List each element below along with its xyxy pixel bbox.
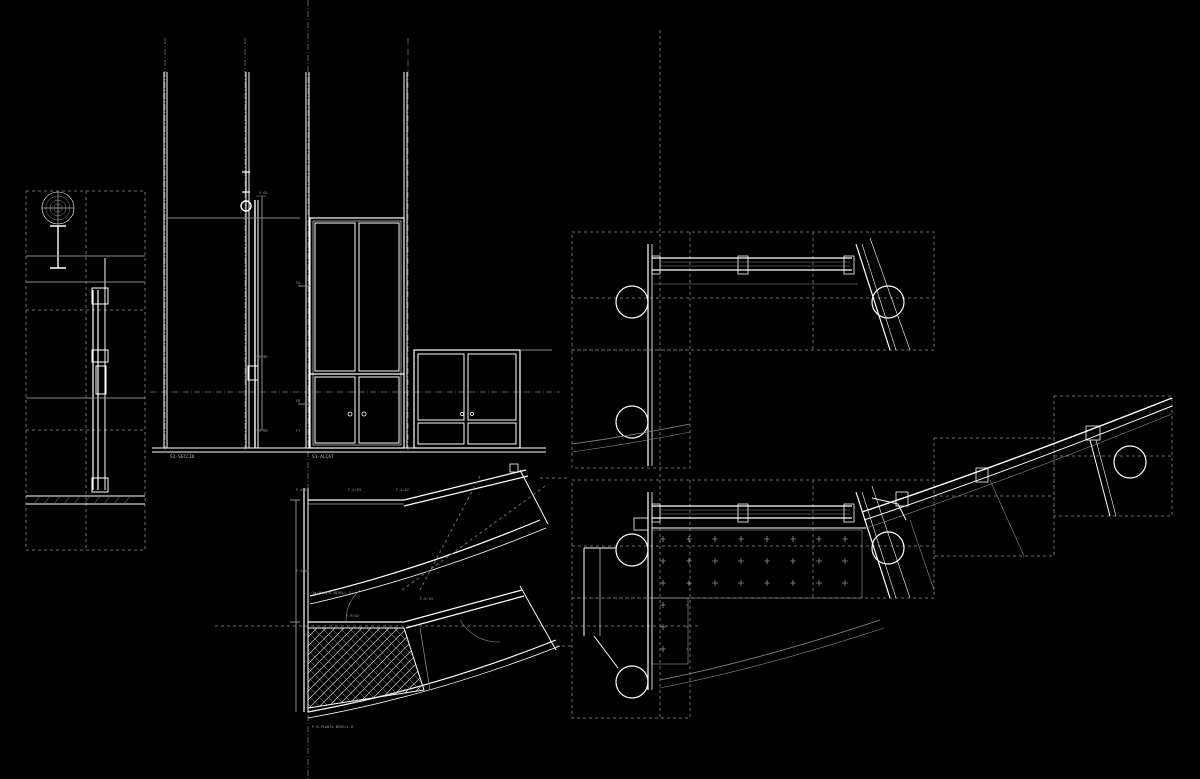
axis-lines [150, 0, 700, 779]
plan-detail-upper [571, 231, 935, 469]
elevation-label: S1·ALÇAT [312, 454, 334, 460]
plan-detail-lower [571, 479, 935, 719]
level-upper-label: 1a PLANTA NIVELL 5' [312, 591, 353, 595]
tag-fa: FA [296, 281, 301, 285]
tag-s02: S·02 [259, 355, 268, 359]
plan-tag-fa03-a: F.A·03 [296, 488, 309, 492]
plan-tag-fa02: F.A·02 [396, 488, 409, 492]
detail-section-left [25, 190, 146, 551]
level-lower-label: P.B.PLANTA NIVELL 0' [312, 725, 355, 729]
plan-tag-fb02: F.B·02 [346, 614, 359, 618]
elevation-s1 [298, 72, 552, 453]
section-label: S2·SECCIO [170, 454, 195, 460]
plan-tag-fa01: F.A·01 [296, 569, 309, 573]
floor-plans [290, 463, 572, 719]
plan-tag-fb03: F.B·03 [420, 597, 433, 601]
wall-detail-right [861, 395, 1173, 591]
tag-ft: FT [296, 429, 301, 433]
tag-s01: S·01 [259, 191, 268, 195]
plan-tag-fa03-b: F.A·03 [348, 488, 361, 492]
tag-fb: FB [296, 399, 300, 403]
section-s2 [152, 72, 300, 453]
tag-s03: S·03 [259, 429, 268, 433]
